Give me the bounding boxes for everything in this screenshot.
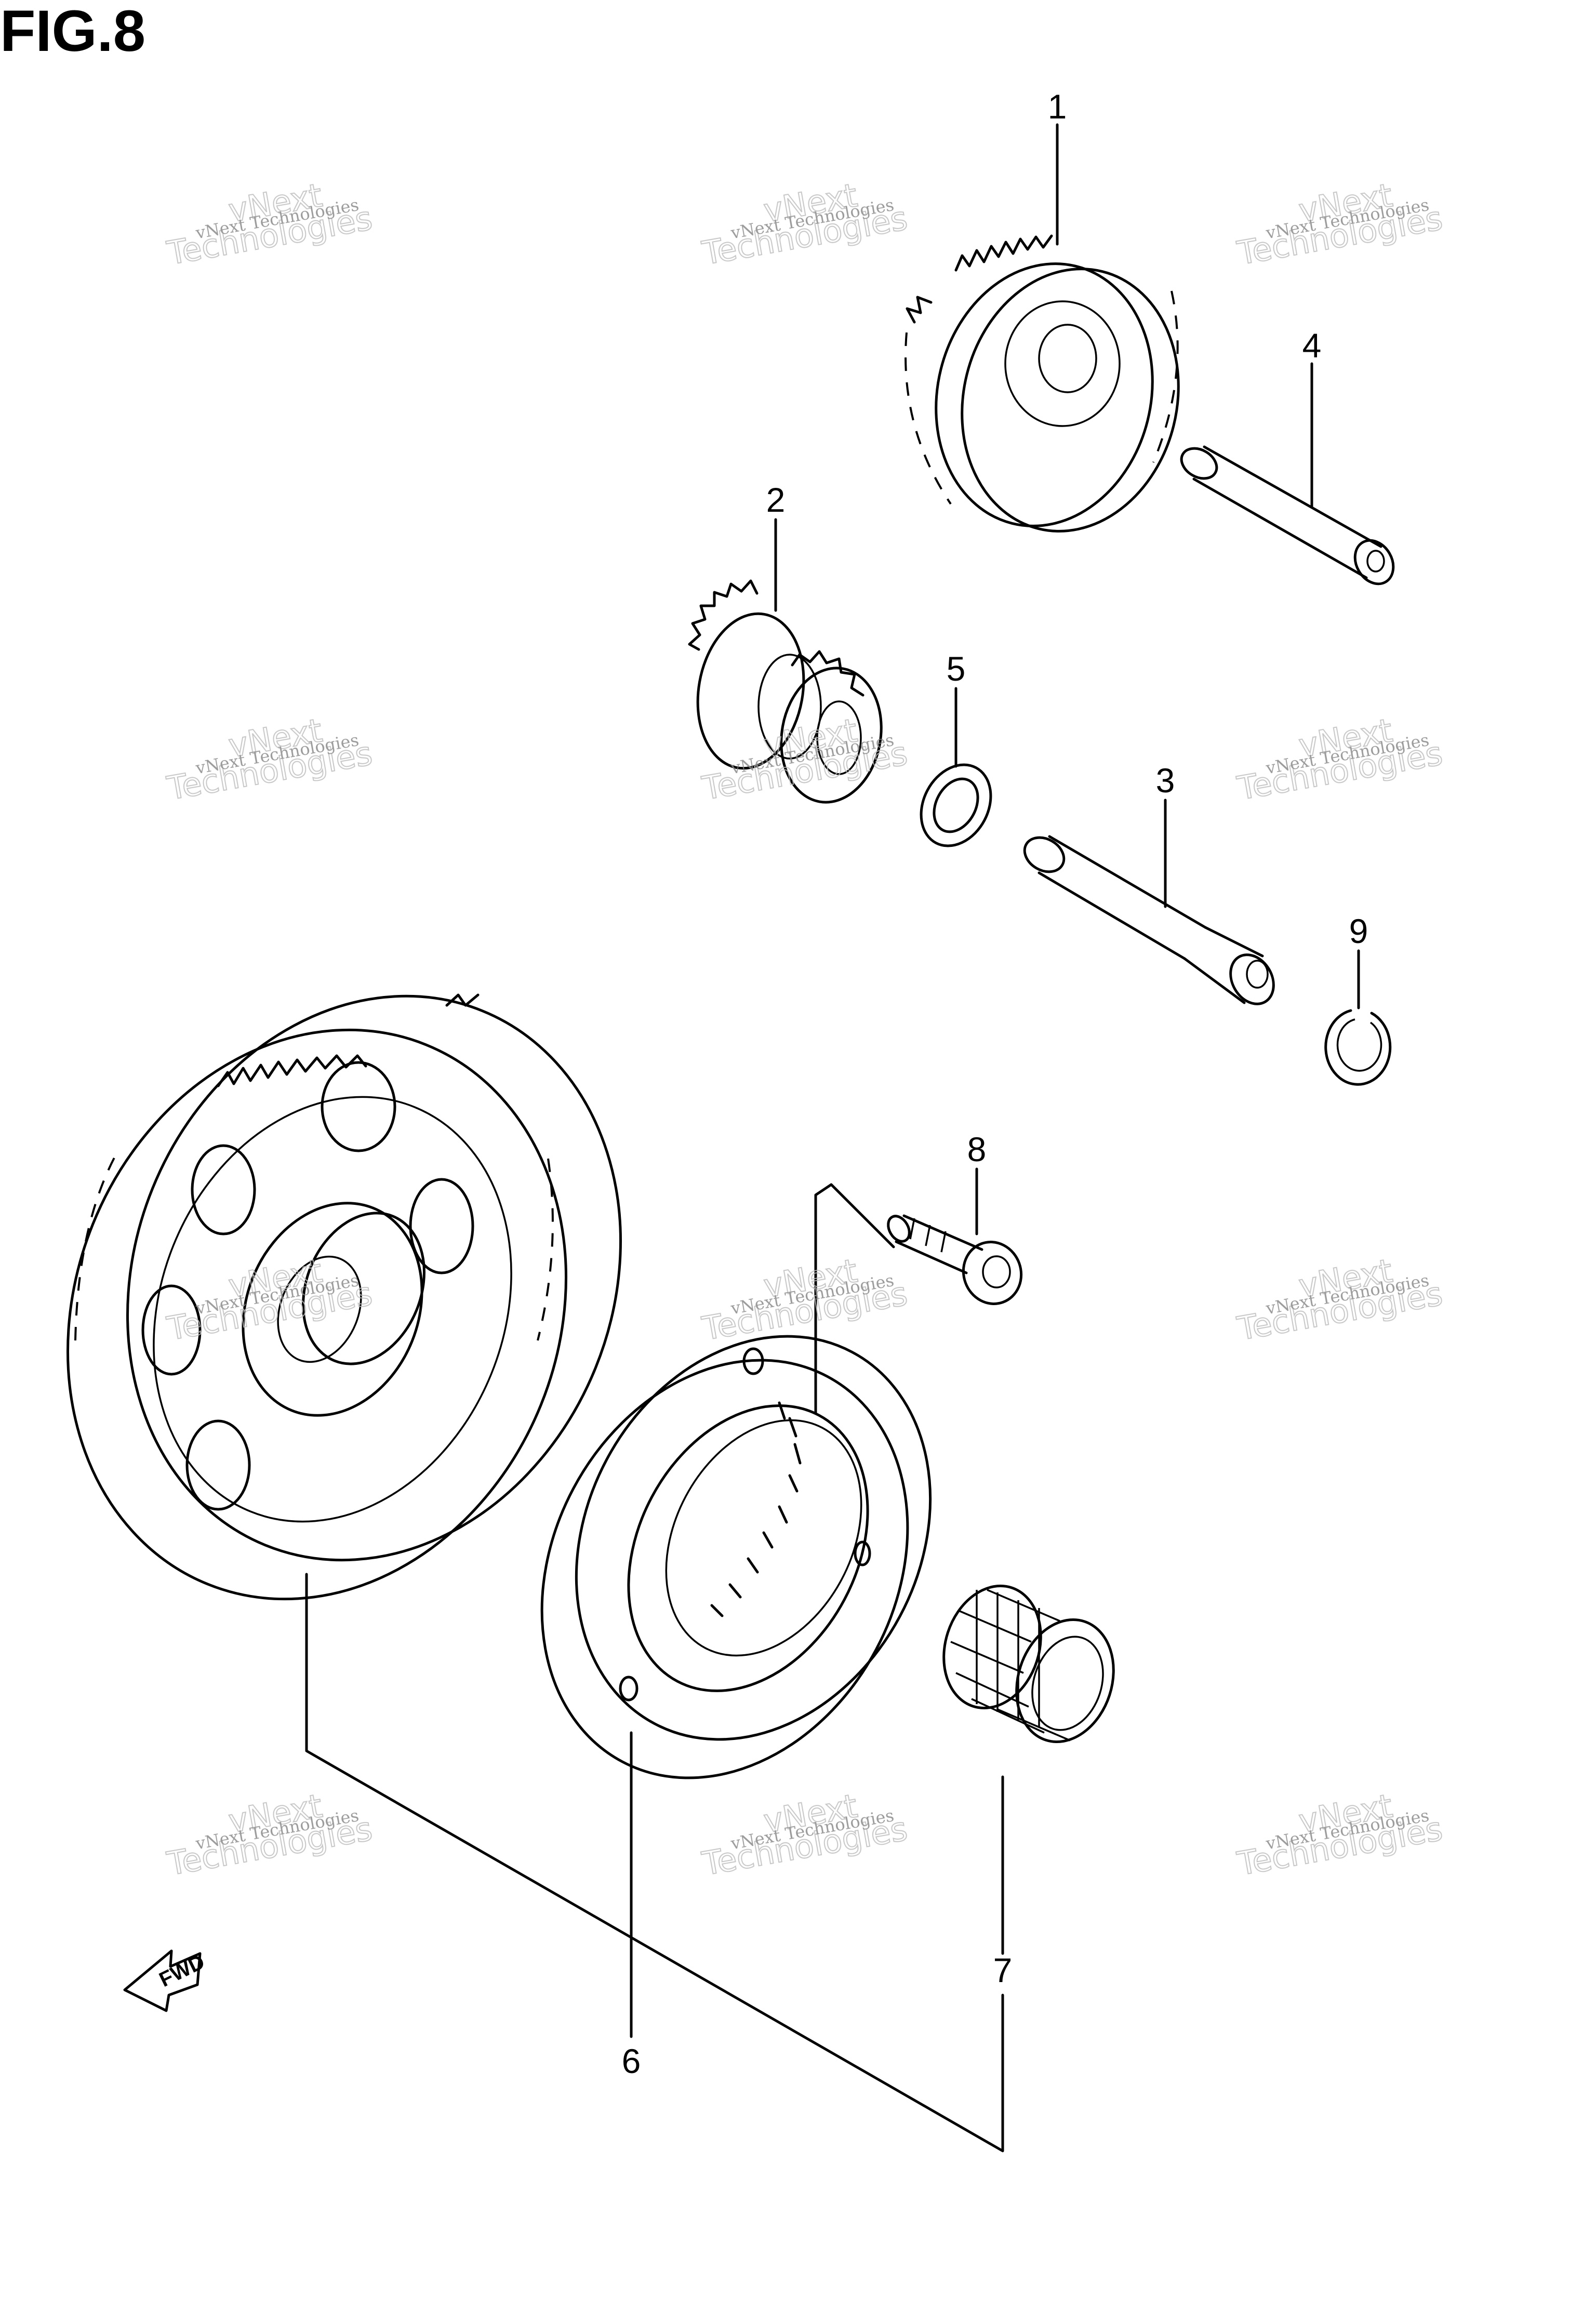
callout-6: 6	[622, 2042, 641, 2080]
part-6-clutch-assembly	[540, 1335, 932, 1779]
figure-title: FIG.8	[0, 0, 146, 63]
part-2-idle-gear	[688, 579, 883, 804]
part-5-washer	[920, 763, 992, 847]
leader-6-bracket	[305, 1573, 1004, 2152]
callout-1: 1	[1048, 87, 1067, 126]
callout-2: 2	[766, 481, 786, 519]
part-3-shaft	[1023, 835, 1275, 1005]
starter-driven-gear	[66, 993, 622, 1601]
callout-5: 5	[947, 649, 966, 688]
callout-4: 4	[1302, 326, 1322, 365]
callout-7: 7	[993, 1951, 1013, 1989]
part-8-bolt	[887, 1214, 1023, 1305]
part-9-circlip	[1324, 1009, 1392, 1086]
part-4-shaft	[1180, 445, 1395, 586]
callout-8: 8	[967, 1130, 987, 1168]
fwd-arrow-icon: FWD	[123, 1949, 208, 2012]
leader-8-bracket	[814, 1183, 895, 1415]
part-7-needle-bearing	[942, 1585, 1115, 1743]
callout-3: 3	[1156, 761, 1175, 800]
callout-9: 9	[1349, 912, 1368, 950]
part-1-driven-gear	[905, 234, 1180, 533]
